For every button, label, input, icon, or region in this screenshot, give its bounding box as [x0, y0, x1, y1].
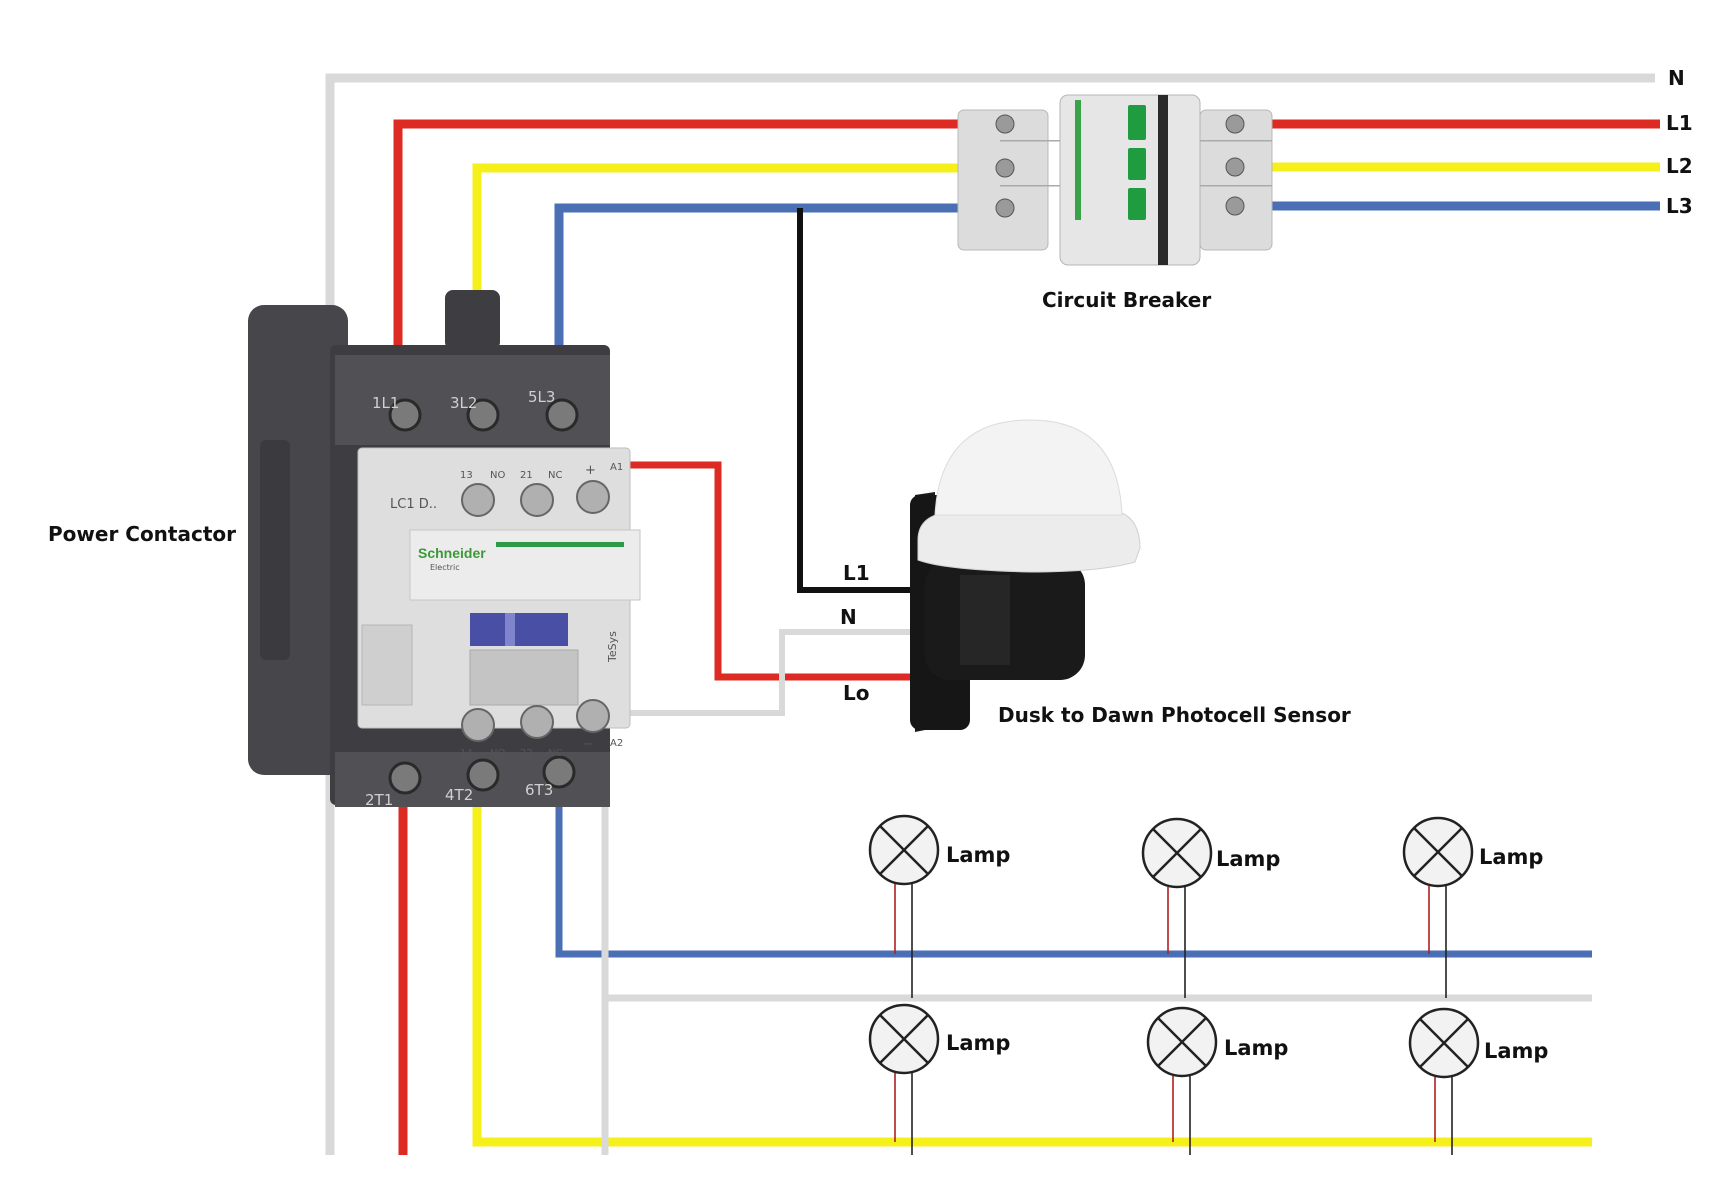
coil-a1-to-sensor-lo-wire: [628, 461, 915, 681]
power-contactor-device: 1L1 3L2 5L3 13 NO 21 NC + A1 LC1 D.. Sch…: [248, 290, 641, 809]
lamp-label: Lamp: [1484, 1039, 1548, 1063]
lamp-icon: [868, 1003, 940, 1075]
terminal-label-1l1: 1L1: [372, 394, 399, 412]
aux-label-nc-bottom: NC: [548, 748, 562, 759]
aux-label-no-bottom: NO: [490, 748, 505, 759]
aux-label-21: 21: [520, 470, 533, 481]
aux-label-14: 14: [460, 748, 473, 759]
aux-label-minus: −: [583, 737, 594, 752]
brand-logo: Schneider: [418, 545, 486, 561]
labels: N L1 L2 L3 Circuit Breaker Power Contact…: [48, 66, 1693, 1063]
lamps: [868, 814, 1480, 1079]
aux-label-plus: +: [585, 463, 596, 478]
aux-label-22: 22: [520, 748, 533, 759]
aux-label-13: 13: [460, 470, 473, 481]
lamp-icon: [1402, 816, 1474, 888]
l2-load-wire: [472, 770, 1592, 1147]
lamp-label: Lamp: [946, 1031, 1010, 1055]
sensor-l1-control-wire: [797, 208, 915, 593]
l3-load-wire: [555, 770, 1592, 958]
lamp-branches: [894, 884, 1453, 1155]
sensor-terminal-n-label: N: [840, 605, 857, 629]
sensor-terminal-lo-label: Lo: [843, 681, 869, 705]
series-label: TeSys: [606, 631, 619, 663]
l1-breaker-to-contactor-wire: [393, 119, 1005, 415]
aux-label-a1: A1: [610, 462, 623, 473]
bus-label-l2: L2: [1666, 154, 1693, 178]
wires: [325, 73, 1660, 1155]
photocell-sensor-device: [910, 419, 1141, 732]
terminal-label-6t3: 6T3: [525, 781, 553, 799]
circuit-breaker-label: Circuit Breaker: [1042, 288, 1211, 312]
lamp-label: Lamp: [1224, 1036, 1288, 1060]
model-label: LC1 D..: [390, 497, 437, 512]
aux-label-a2: A2: [610, 738, 623, 749]
bus-label-l1: L1: [1666, 111, 1693, 135]
lamp-label: Lamp: [946, 843, 1010, 867]
lamp-icon: [1146, 1006, 1218, 1078]
bus-label-l3: L3: [1666, 194, 1693, 218]
bus-label-n: N: [1668, 66, 1685, 90]
lamp-icon: [868, 814, 940, 886]
aux-label-nc: NC: [548, 470, 562, 481]
photocell-sensor-label: Dusk to Dawn Photocell Sensor: [998, 703, 1351, 727]
lamp-icon: [1141, 817, 1213, 889]
l3-breaker-to-contactor-wire: [554, 203, 1005, 415]
terminal-label-2t1: 2T1: [365, 791, 393, 809]
lamp-icon: [1408, 1007, 1480, 1079]
sensor-terminal-l1-label: L1: [843, 561, 870, 585]
lamp-label: Lamp: [1216, 847, 1280, 871]
coil-a2-neutral-wire: [595, 629, 915, 716]
power-contactor-label: Power Contactor: [48, 522, 236, 546]
circuit-breaker-device: [957, 94, 1273, 266]
aux-label-no: NO: [490, 470, 505, 481]
terminal-label-4t2: 4T2: [445, 786, 473, 804]
terminal-label-5l3: 5L3: [528, 388, 555, 406]
brand-sub-logo: Electric: [430, 563, 460, 572]
terminal-label-3l2: 3L2: [450, 394, 477, 412]
lamp-label: Lamp: [1479, 845, 1543, 869]
